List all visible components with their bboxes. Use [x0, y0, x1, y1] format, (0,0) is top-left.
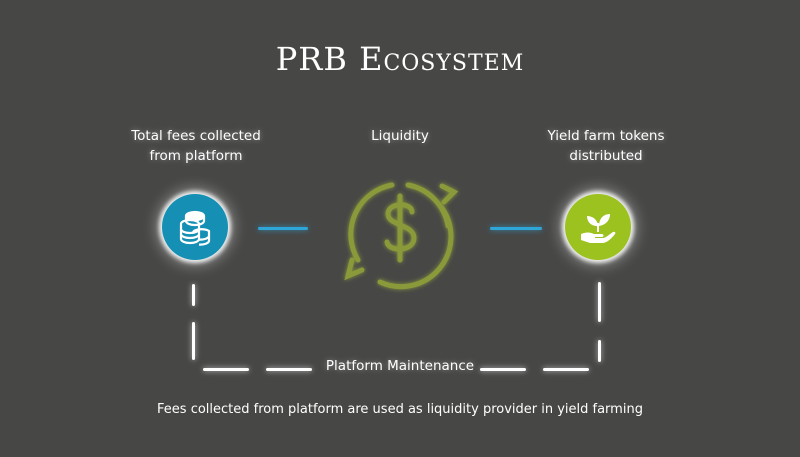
fees-node: [162, 194, 228, 260]
left-node-label: Total fees collected from platform: [131, 128, 261, 164]
loop-dash: [266, 368, 312, 371]
right-node-label: Yield farm tokens distributed: [547, 128, 665, 164]
loop-dash: [480, 368, 526, 371]
yield-node: [565, 194, 631, 260]
coins-icon: [179, 210, 211, 246]
platform-maintenance-label: Platform Maintenance: [325, 358, 475, 374]
loop-dash: [192, 322, 195, 360]
loop-dash: [543, 368, 589, 371]
right-connector: [490, 227, 542, 230]
loop-dash: [203, 368, 249, 371]
loop-dash: [598, 340, 601, 362]
hand-plant-icon: [581, 214, 616, 243]
dollar-cycle-icon: [344, 182, 459, 290]
loop-dash: [192, 284, 195, 306]
diagram-title: PRB Ecosystem: [275, 40, 525, 78]
left-connector: [258, 227, 308, 230]
center-node-label: Liquidity: [371, 128, 429, 144]
diagram-caption: Fees collected from platform are used as…: [157, 402, 643, 417]
loop-dash: [598, 282, 601, 322]
